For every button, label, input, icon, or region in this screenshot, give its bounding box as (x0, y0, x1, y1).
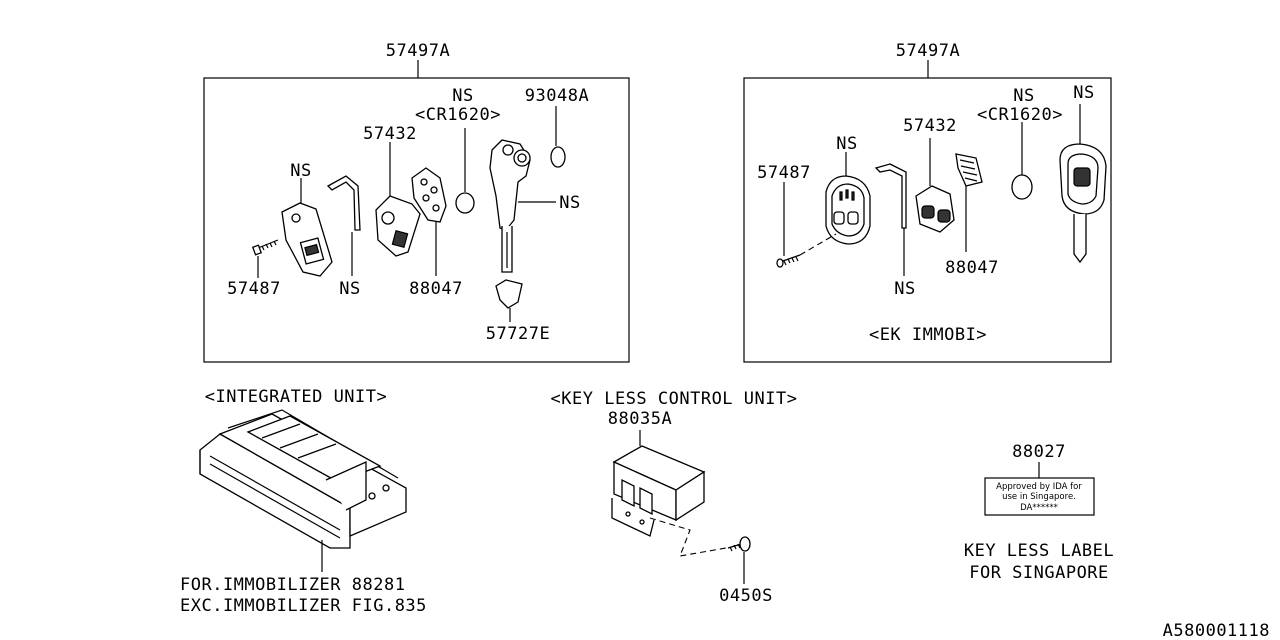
right-panel-title: 57497A (896, 41, 960, 61)
integrated-unit-line2: EXC.IMMOBILIZER FIG.835 (180, 596, 427, 616)
integrated-unit-module (199, 409, 407, 549)
key-case-part (281, 202, 333, 277)
transponder-key-part (1059, 143, 1107, 264)
integrated-unit-title: <INTEGRATED UNIT> (205, 387, 388, 407)
integrated-unit-section: <INTEGRATED UNIT> FOR.IMMOBILIZER 88281 … (180, 387, 427, 616)
circuit-board-88047-right-part (955, 153, 983, 187)
right-ns-bottom-label: NS (894, 279, 915, 299)
clip-bracket-part (326, 175, 361, 231)
keyless-label-caption1: KEY LESS LABEL (964, 541, 1114, 561)
battery-cr1620-right-part (1011, 174, 1033, 200)
keyless-control-unit-part: 88035A (608, 409, 672, 429)
circuit-board-88047-part (411, 167, 447, 223)
left-57432-label: 57432 (363, 124, 417, 144)
key-cap-57727e-part (495, 279, 523, 309)
button-pad-57432-part (375, 195, 421, 257)
screw-0450s-part (727, 536, 751, 552)
right-panel-caption: <EK IMMOBI> (869, 325, 987, 345)
remote-housing-part (825, 175, 871, 245)
left-ns-right-label: NS (559, 193, 580, 213)
left-panel-frame (203, 77, 630, 363)
keyless-label-section: 88027 Approved by IDA for use in Singapo… (964, 442, 1114, 583)
right-57487-label: 57487 (757, 163, 811, 183)
right-ns-battery-label: NS (1013, 86, 1034, 106)
integrated-unit-line1: FOR.IMMOBILIZER 88281 (180, 575, 405, 595)
screw-0450s-label: 0450S (719, 586, 773, 606)
disk-93048a-part (550, 146, 566, 168)
button-pad-57432-right-part (915, 185, 955, 233)
sticker-line1: Approved by IDA for (996, 482, 1082, 492)
sticker-line3: DA****** (1020, 503, 1058, 513)
screw-57487-right-part (776, 254, 801, 268)
left-93048a-label: 93048A (525, 86, 589, 106)
figure-id: A580001118 (1163, 621, 1270, 640)
right-ns-key-label: NS (1073, 83, 1094, 103)
left-ns-bottom-label: NS (339, 279, 360, 299)
keyless-control-unit-title: <KEY LESS CONTROL UNIT> (551, 389, 798, 409)
key-blade-part (489, 139, 531, 273)
right-88047-label: 88047 (945, 258, 999, 278)
right-57432-label: 57432 (903, 116, 957, 136)
right-ns-housing-label: NS (836, 134, 857, 154)
keyless-label-caption2: FOR SINGAPORE (969, 563, 1109, 583)
keyless-control-unit-module (611, 445, 706, 537)
keyless-label-part: 88027 (1012, 442, 1066, 462)
left-57487-label: 57487 (227, 279, 281, 299)
keyless-control-unit-section: <KEY LESS CONTROL UNIT> 88035A 0450S (551, 389, 798, 606)
screw-57487-part (251, 239, 279, 256)
left-ns-battery-label: NS (452, 86, 473, 106)
sticker-line2: use in Singapore. (1002, 492, 1076, 502)
left-panel-title: 57497A (386, 41, 450, 61)
left-57727e-label: 57727E (486, 324, 550, 344)
left-key-panel: 57497A NS 57487 NS 5743 (203, 41, 630, 363)
singapore-sticker (984, 477, 1095, 516)
battery-cr1620-part (455, 192, 475, 214)
left-cr1620-label: <CR1620> (415, 105, 501, 125)
left-88047-label: 88047 (409, 279, 463, 299)
clip-right-part (874, 163, 907, 229)
right-key-panel: 57497A NS 57487 NS 5743 (743, 41, 1112, 363)
right-cr1620-label: <CR1620> (977, 105, 1063, 125)
left-ns-top-label: NS (290, 161, 311, 181)
